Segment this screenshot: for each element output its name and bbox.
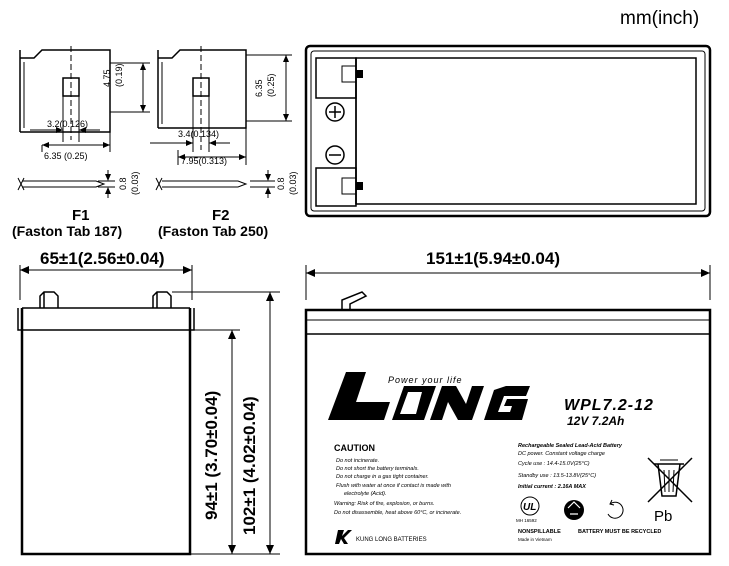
crossed-bin-icon [647, 457, 693, 503]
side-total-height-dim: 102±1 (4.02±0.04) [240, 396, 259, 535]
top-view-terminal-bottom [315, 167, 357, 207]
f2-height-dim: 6.35 [254, 79, 264, 97]
svg-text:UL: UL [523, 502, 536, 513]
f2-width-dim: 7.95(0.313) [181, 156, 227, 166]
f1-height-dim-inch: (0.19) [114, 63, 124, 87]
spec-line: Initial current : 2.16A MAX [518, 484, 586, 490]
caution-item: Do not incinerate. [336, 458, 379, 464]
f1-label: F1 [72, 207, 90, 224]
recycle-notice: BATTERY MUST BE RECYCLED [578, 529, 661, 535]
spec-line: Standby use : 13.5-13.8V(25°C) [518, 473, 596, 479]
terminal-f1-drawing: 4.75 (0.19) 3.2(0.126) 6.35 (0.25) 0.8 (… [12, 46, 150, 239]
f1-caption: (Faston Tab 187) [12, 223, 122, 239]
f2-thickness-dim: 0.8 [276, 177, 286, 190]
origin-label: Made in Vietnam [518, 537, 552, 542]
side-view-drawing: 65±1(2.56±0.04) 94±1 (3.70±0.04) 102±1 (… [17, 249, 280, 556]
recycle-badge-icon [564, 500, 584, 520]
nonspillable-label: NONSPILLABLE [518, 529, 561, 535]
positive-terminal-icon [325, 102, 345, 122]
top-view-terminal-top [315, 57, 357, 99]
f1-hole-dim: 3.2(0.126) [47, 119, 88, 129]
units-label: mm(inch) [620, 8, 699, 29]
pb-symbol: Pb [654, 508, 672, 525]
caution-item: Flush with water at once if contact is m… [336, 483, 451, 489]
caution-item: Do not disassemble, heat above 60°C, or … [334, 510, 461, 516]
f2-label: F2 [212, 207, 230, 224]
negative-terminal-icon [325, 145, 345, 165]
mh-code: MH 16592 [516, 518, 537, 523]
terminal-f2-drawing: 6.35 (0.25) 3.4(0.134) 7.95(0.313) 0.8 (… [150, 46, 298, 239]
caution-item: Do not charge in a gas tight container. [336, 474, 429, 480]
top-view-drawing [304, 44, 712, 218]
caution-item: Warning: Risk of fire, explosion, or bur… [334, 501, 434, 507]
f1-thickness-dim-inch: (0.03) [130, 171, 140, 195]
model-number: WPL7.2-12 [564, 397, 654, 414]
maker-logo-icon [335, 530, 352, 544]
caution-item: electrolyte (Acid). [344, 491, 387, 497]
maker-name: KUNG LONG BATTERIES [356, 537, 427, 543]
spec-title: Rechargeable Sealed Lead-Acid Battery [518, 443, 623, 449]
caution-item: Do not short the battery terminals. [336, 466, 419, 472]
long-logo: Power your life [328, 372, 530, 420]
recycle-arrows-icon [607, 499, 624, 519]
spec-subtitle: DC power. Constant voltage charge [518, 451, 605, 457]
f2-thickness-dim-inch: (0.03) [288, 171, 298, 195]
battery-rating: 12V 7.2Ah [567, 414, 624, 428]
f1-height-dim: 4.75 [102, 69, 112, 87]
ul-recognized-icon: UL MH 16592 [516, 496, 540, 523]
f1-width-dim: 6.35 (0.25) [44, 151, 88, 161]
f2-height-dim-inch: (0.25) [266, 73, 276, 97]
f1-thickness-dim: 0.8 [118, 177, 128, 190]
f2-caption: (Faston Tab 250) [158, 223, 268, 239]
front-length-dim: 151±1(5.94±0.04) [426, 249, 560, 268]
caution-title: CAUTION [334, 443, 375, 453]
side-width-dim: 65±1(2.56±0.04) [40, 249, 165, 268]
brand-tagline: Power your life [388, 375, 463, 385]
side-container-height-dim: 94±1 (3.70±0.04) [202, 391, 221, 520]
spec-line: Cycle use : 14.4-15.0V(25°C) [518, 461, 590, 467]
f2-hole-dim: 3.4(0.134) [178, 129, 219, 139]
front-view-drawing: 151±1(5.94±0.04) Power your life WPL7.2-… [304, 249, 712, 556]
